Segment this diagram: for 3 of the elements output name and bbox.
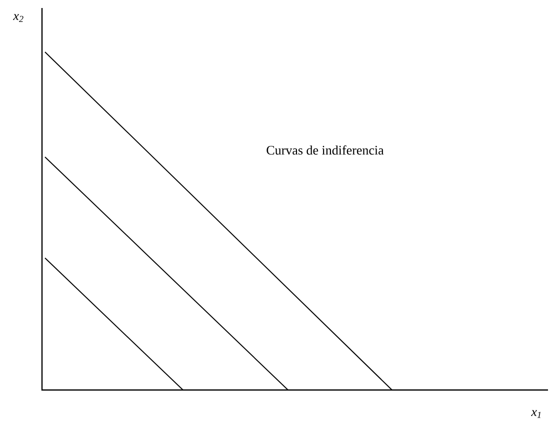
curve-label: Curvas de indiferencia (266, 145, 384, 155)
axis-label: x$_{2}$ (13, 14, 24, 22)
axis-label: x$_{1}$ (531, 410, 541, 418)
